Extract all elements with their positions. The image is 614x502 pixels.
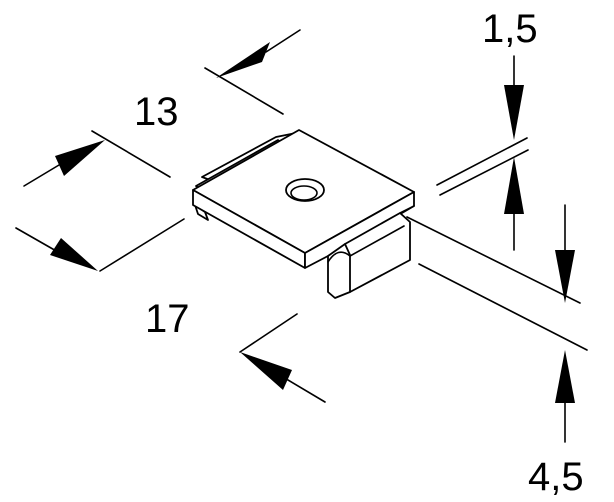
clip-tab-edge	[399, 205, 415, 214]
arrowhead-17-top	[55, 140, 105, 176]
clip-tab-inner-line	[349, 225, 405, 257]
clip-part	[192, 129, 415, 299]
dimension-line-17-top	[23, 161, 65, 187]
dimension-17: 17	[15, 130, 190, 341]
dimension-1-5: 1,5	[482, 7, 538, 251]
arrowhead-4-5-down	[555, 250, 575, 303]
extension-line-lower	[239, 313, 298, 353]
extension-line-low	[418, 263, 588, 351]
dimension-lower-arrow	[239, 313, 326, 403]
dimension-line-lower	[287, 379, 326, 403]
dimension-label-4-5: 4,5	[528, 455, 584, 499]
dimension-line-13	[265, 29, 301, 53]
extension-line-13-top	[204, 67, 284, 115]
dimension-label-17: 17	[145, 297, 190, 341]
dimension-label-1-5: 1,5	[482, 7, 538, 51]
dimension-label-13: 13	[134, 90, 179, 134]
arrowhead-4-5-up	[555, 350, 575, 403]
dimension-4-5: 4,5	[528, 204, 584, 499]
dimension-13: 13	[134, 29, 301, 134]
extension-line-top-b	[439, 149, 529, 196]
arrowhead-17-bottom	[50, 238, 98, 271]
arrowhead-1-5-up	[504, 157, 524, 214]
extension-line-17-b	[99, 218, 185, 272]
right-extension-lines	[406, 137, 588, 351]
extension-line-17-a	[91, 130, 171, 178]
arrowhead-lower	[240, 352, 292, 390]
clip-hole-inner	[290, 185, 318, 201]
extension-line-top-a	[436, 137, 528, 186]
extension-line-mid	[406, 216, 581, 304]
clip-tab-curve	[327, 251, 351, 263]
clip-bent-tab-front	[327, 243, 351, 299]
arrowhead-1-5-down	[504, 85, 524, 140]
dimension-line-17-bottom	[15, 227, 59, 253]
arrowhead-13	[216, 42, 270, 78]
clip-hole	[285, 178, 325, 202]
